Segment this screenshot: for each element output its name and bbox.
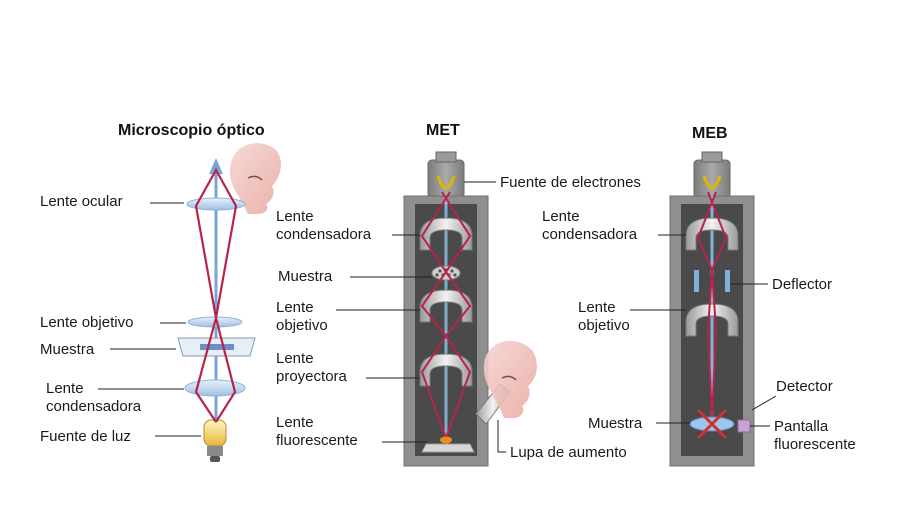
eyepiece-lens	[186, 197, 246, 211]
sem-filament-icon	[702, 175, 722, 190]
label-tem-projector-line1: Lente	[276, 350, 314, 367]
sem-scatter-x-icon	[696, 408, 728, 440]
label-electron-source: Fuente de electrones	[500, 174, 641, 191]
label-tem-fluorescent-line2: fluorescente	[276, 432, 358, 449]
tem-image-spot	[440, 436, 452, 444]
leader-tem-magnifier	[497, 420, 506, 453]
label-sem-detector: Detector	[776, 378, 833, 395]
sem-detector	[737, 419, 751, 433]
sem-gun-housing	[693, 159, 731, 199]
label-tem-specimen: Muestra	[278, 268, 333, 285]
label-tem-objective-line1: Lente	[276, 299, 314, 316]
sem-deflector-right	[725, 270, 730, 292]
label-sem-objective-line1: Lente	[578, 299, 616, 316]
label-tem-condenser-line1: Lente	[276, 208, 314, 225]
label-condenser-line1: Lente	[46, 380, 84, 397]
label-sem-condenser-line1: Lente	[542, 208, 580, 225]
tem-gun-housing	[427, 159, 465, 199]
label-eyepiece: Lente ocular	[40, 193, 123, 210]
optical-microscope	[98, 143, 281, 462]
optical-title: Microscopio óptico	[118, 122, 265, 139]
label-objective: Lente objetivo	[40, 314, 134, 331]
label-tem-fluorescent-line1: Lente	[276, 414, 314, 431]
label-tem-projector-line2: proyectora	[276, 368, 347, 385]
label-tem-objective-line2: objetivo	[276, 317, 328, 334]
optical-axis-arrow	[209, 158, 223, 174]
condenser-lens	[184, 379, 246, 397]
optical-observer-face-icon	[229, 143, 281, 214]
label-specimen: Muestra	[40, 341, 95, 358]
tem-fluorescent-screen	[421, 443, 475, 453]
tem-filament-icon	[436, 175, 456, 190]
label-tem-condenser-line2: condensadora	[276, 226, 372, 243]
optical-light-beam	[194, 167, 238, 423]
light-bulb-icon	[203, 419, 227, 462]
label-sem-objective-line2: objetivo	[578, 317, 630, 334]
sem-deflector-left	[694, 270, 699, 292]
tem-microscope	[336, 151, 537, 467]
sem-title: MEB	[692, 125, 728, 142]
label-sem-screen-line1: Pantalla	[774, 418, 829, 435]
sem-objective-lens	[685, 303, 739, 337]
label-sem-specimen: Muestra	[588, 415, 643, 432]
optical-specimen	[200, 344, 234, 350]
label-sem-screen-line2: fluorescente	[774, 436, 856, 453]
tem-title: MET	[426, 122, 460, 139]
tem-observer-face-icon	[483, 340, 537, 418]
leader-sem-detector	[751, 395, 777, 411]
label-sem-condenser-line2: condensadora	[542, 226, 638, 243]
label-tem-magnifier: Lupa de aumento	[510, 444, 627, 461]
sem-microscope	[630, 151, 777, 467]
label-sem-deflector: Deflector	[772, 276, 833, 293]
label-condenser-line2: condensadora	[46, 398, 142, 415]
label-light-source: Fuente de luz	[40, 428, 131, 445]
